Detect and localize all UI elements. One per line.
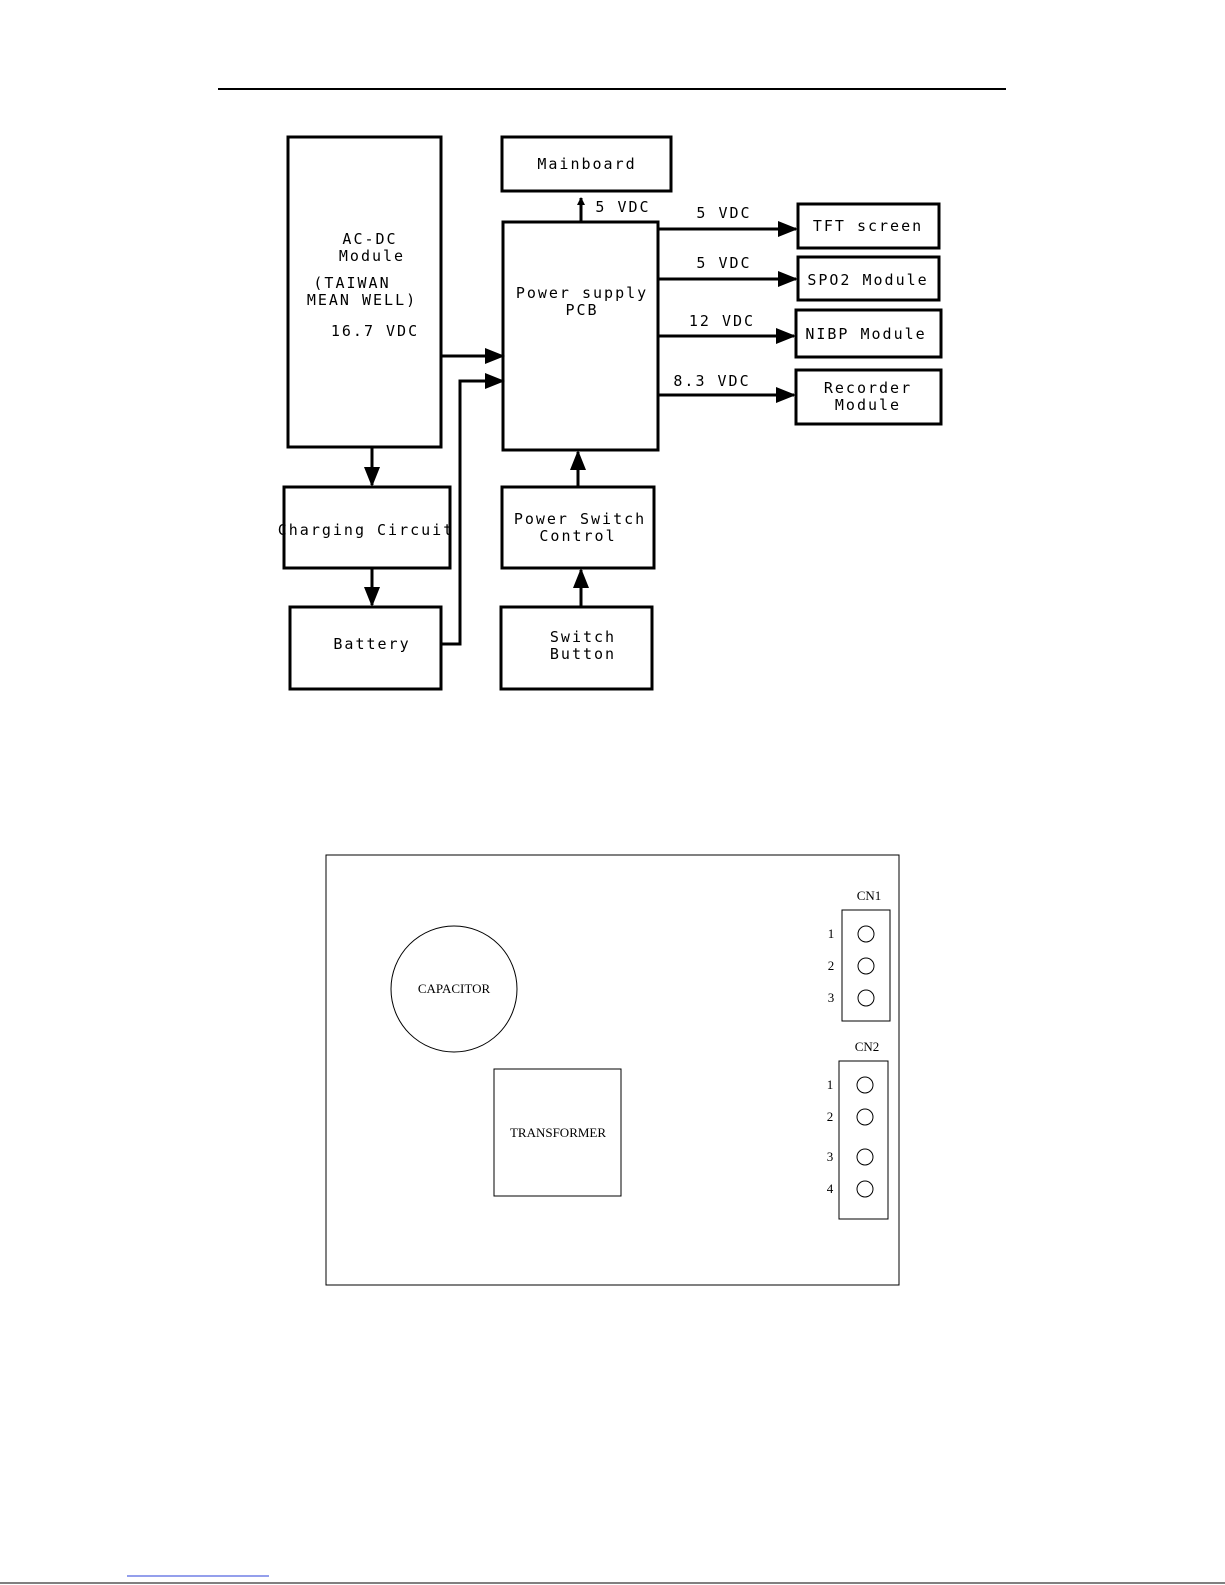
ac-dc-line-1: AC-DC [342, 230, 397, 248]
power-switch-line-2: Control [539, 527, 616, 545]
cn1-label: CN1 [857, 888, 882, 903]
recorder-line-2: Module [835, 396, 901, 414]
power-pcb-line-2: PCB [565, 301, 598, 319]
recorder-line-1: Recorder [824, 379, 912, 397]
spo2-module-box: SPO2 Module [798, 257, 939, 300]
power-pcb-line-1: Power supply [516, 284, 648, 302]
cn2-pin-1 [857, 1077, 873, 1093]
cn1-pin-2 [858, 958, 874, 974]
tft-screen-label: TFT screen [813, 217, 923, 235]
cn2-pin-2 [857, 1109, 873, 1125]
cn2-pin-4 [857, 1181, 873, 1197]
mainboard-box: Mainboard [502, 137, 671, 191]
voltage-spo2: 5 VDC [696, 254, 751, 272]
cn1-pin-1-label: 1 [828, 926, 835, 941]
nibp-module-box: NIBP Module [796, 310, 941, 357]
cn1-pin-1 [858, 926, 874, 942]
switch-button-line-1: Switch [550, 628, 616, 646]
recorder-module-box: Recorder Module [796, 370, 941, 424]
charging-circuit-box: Charging Circuit [278, 487, 455, 568]
cn2-label: CN2 [855, 1039, 880, 1054]
cn2-pin-1-label: 1 [827, 1077, 834, 1092]
voltage-nibp: 12 VDC [689, 312, 755, 330]
voltage-recorder: 8.3 VDC [673, 372, 750, 390]
battery-box: Battery [290, 607, 441, 689]
voltage-mainboard: 5 VDC [595, 198, 650, 216]
ac-dc-line-2: Module [339, 247, 405, 265]
switch-button-box: Switch Button [501, 607, 652, 689]
cn1-pin-3 [858, 990, 874, 1006]
power-switch-control-box: Power Switch Control [502, 487, 654, 568]
capacitor-label: CAPACITOR [418, 981, 491, 996]
pcb-layout-diagram: CAPACITOR TRANSFORMER CN1 1 2 3 CN2 1 2 … [326, 855, 899, 1285]
voltage-tft: 5 VDC [696, 204, 751, 222]
cn2-pin-4-label: 4 [827, 1181, 834, 1196]
battery-label: Battery [333, 635, 410, 653]
cn2-pin-3 [857, 1149, 873, 1165]
spo2-module-label: SPO2 Module [807, 271, 928, 289]
charging-circuit-label: Charging Circuit [278, 521, 455, 539]
mainboard-label: Mainboard [537, 155, 636, 173]
switch-button-line-2: Button [550, 645, 616, 663]
nibp-module-label: NIBP Module [805, 325, 926, 343]
ac-dc-voltage: 16.7 VDC [331, 322, 419, 340]
tft-screen-box: TFT screen [798, 204, 939, 248]
power-supply-pcb-box: Power supply PCB [503, 222, 658, 450]
transformer-label: TRANSFORMER [510, 1125, 606, 1140]
cn2-pin-2-label: 2 [827, 1109, 834, 1124]
ac-dc-line-3: (TAIWAN [313, 274, 390, 292]
cn1-pin-3-label: 3 [828, 990, 835, 1005]
power-switch-line-1: Power Switch [514, 510, 646, 528]
cn1-pin-2-label: 2 [828, 958, 835, 973]
ac-dc-line-4: MEAN WELL) [307, 291, 417, 309]
power-block-diagram: AC-DC Module (TAIWAN MEAN WELL) 16.7 VDC… [278, 137, 941, 689]
ac-dc-module-box: AC-DC Module (TAIWAN MEAN WELL) 16.7 VDC [288, 137, 441, 447]
cn2-pin-3-label: 3 [827, 1149, 834, 1164]
